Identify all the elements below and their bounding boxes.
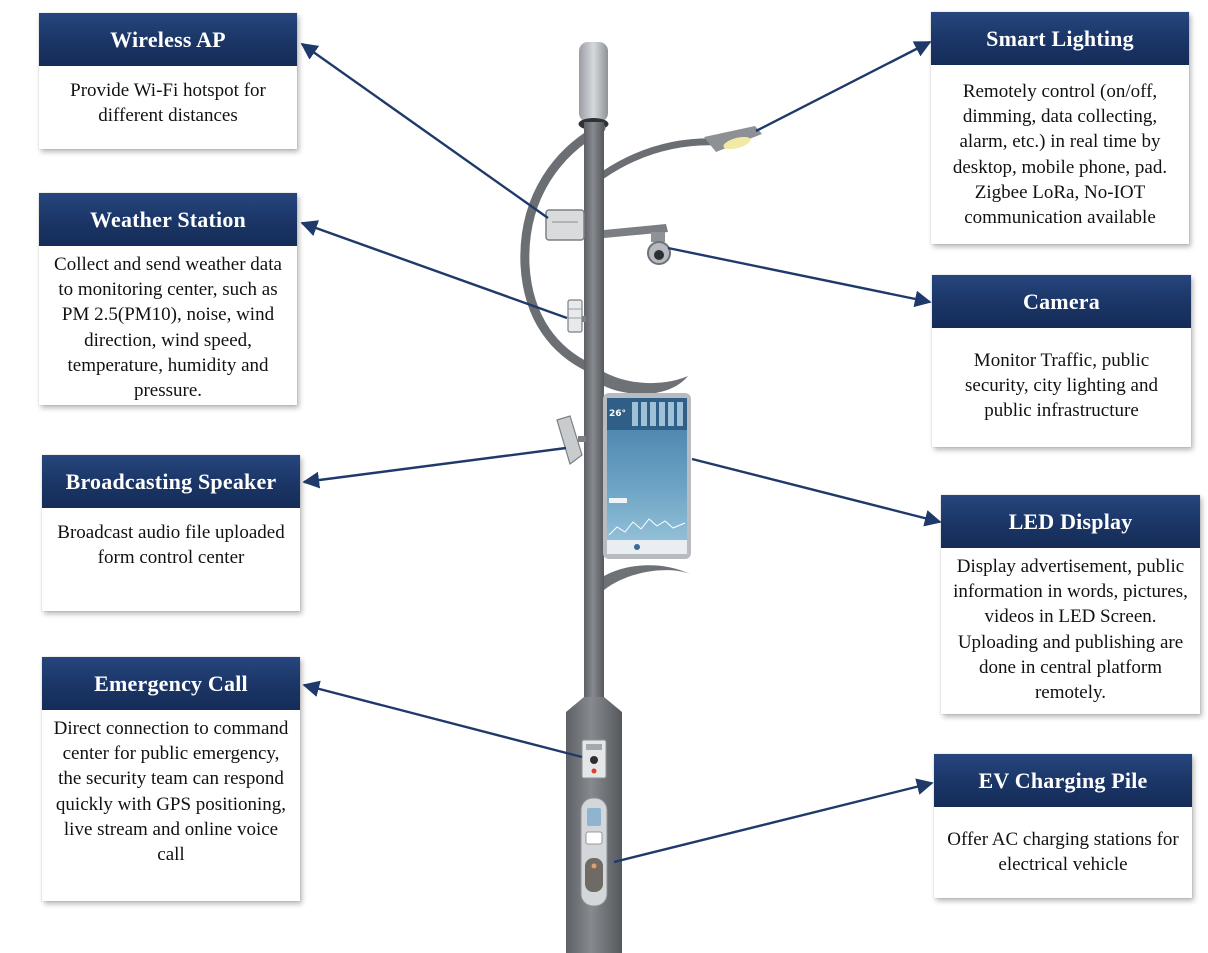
card-description: Collect and send weather data to monitor… — [54, 254, 282, 402]
pole-top-cap — [578, 42, 609, 130]
camera-icon — [604, 224, 671, 265]
card-emergency-call: Emergency Call Direct connection to comm… — [42, 657, 300, 901]
card-title: Broadcasting Speaker — [42, 455, 300, 508]
card-ev-charging-pile: EV Charging Pile Offer AC charging stati… — [934, 754, 1192, 898]
card-broadcasting-speaker: Broadcasting Speaker Broadcast audio fil… — [42, 455, 300, 611]
card-title: Wireless AP — [39, 13, 297, 66]
card-title: Smart Lighting — [931, 12, 1189, 65]
arrow-weather-station — [300, 220, 568, 320]
speaker-icon — [556, 415, 586, 465]
pole-arc — [520, 123, 606, 373]
card-smart-lighting: Smart Lighting Remotely control (on/off,… — [931, 12, 1189, 244]
card-title: LED Display — [941, 495, 1200, 548]
display-bracket-bottom — [604, 565, 690, 590]
screen-temperature: 26° — [609, 409, 626, 419]
pole-shaft — [584, 122, 604, 697]
card-weather-station: Weather Station Collect and send weather… — [39, 193, 297, 405]
lamp-arm — [599, 138, 724, 179]
card-description: Offer AC charging stations for electrica… — [947, 829, 1179, 876]
card-title: Emergency Call — [42, 657, 300, 710]
arrow-led-display — [691, 457, 942, 527]
arrow-broadcasting-speaker — [302, 446, 567, 489]
arrow-ev-charging-pile — [613, 778, 934, 864]
card-description: Broadcast audio file uploaded form contr… — [57, 522, 285, 569]
pole-base-cabinet — [566, 697, 622, 953]
weather-sensor-icon — [567, 299, 586, 333]
card-title: Weather Station — [39, 193, 297, 246]
card-title: EV Charging Pile — [934, 754, 1192, 807]
card-camera: Camera Monitor Traffic, public security,… — [932, 275, 1191, 447]
card-description: Remotely control (on/off, dimming, data … — [952, 81, 1168, 229]
card-wireless-ap: Wireless AP Provide Wi-Fi hotspot for di… — [39, 13, 297, 149]
arrow-emergency-call — [302, 680, 583, 759]
arrow-camera — [667, 246, 932, 308]
arrow-smart-lighting — [755, 40, 932, 133]
street-lamp-icon — [704, 126, 762, 152]
arrow-wireless-ap — [300, 43, 549, 219]
card-description: Direct connection to command center for … — [53, 718, 289, 866]
card-led-display: LED Display Display advertisement, publi… — [941, 495, 1200, 714]
display-bracket-top — [604, 372, 688, 395]
card-description: Monitor Traffic, public security, city l… — [965, 350, 1158, 422]
connector-arrows — [300, 40, 942, 864]
card-description: Provide Wi-Fi hotspot for different dist… — [70, 80, 266, 127]
led-display-icon: 26° — [603, 393, 691, 559]
card-title: Camera — [932, 275, 1191, 328]
wireless-ap-icon — [545, 209, 585, 241]
card-description: Display advertisement, public informatio… — [953, 556, 1188, 704]
